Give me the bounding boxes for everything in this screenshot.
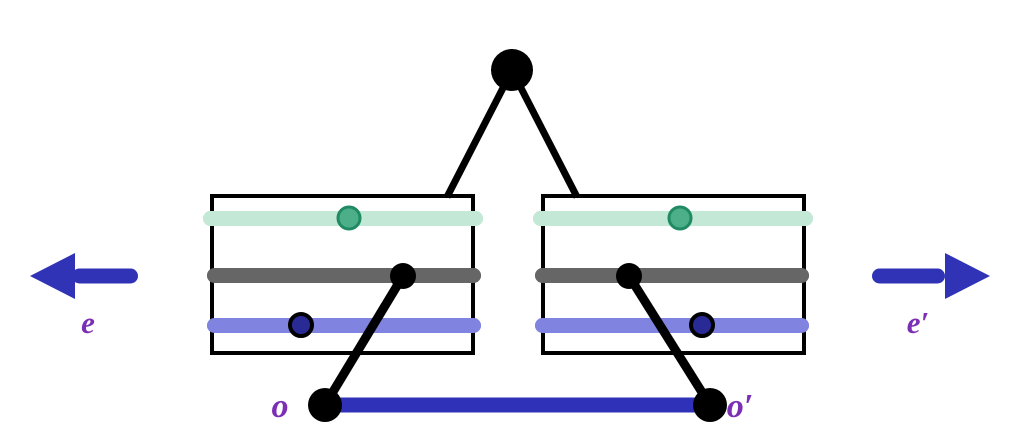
- connector-left: [321, 273, 407, 408]
- origin-node-right[interactable]: [693, 388, 727, 422]
- apex-node[interactable]: [491, 49, 533, 91]
- frame-right: o′ e′: [533, 194, 990, 425]
- arrow-left-shaft: [72, 268, 138, 284]
- bar-gray-left-overlay: [207, 268, 481, 283]
- origin-node-left[interactable]: [308, 388, 342, 422]
- marker-navy-left[interactable]: [288, 312, 314, 338]
- marker-green-right[interactable]: [667, 205, 693, 231]
- arrow-left[interactable]: [30, 253, 138, 299]
- frame-left: oe: [30, 194, 483, 425]
- arrow-right[interactable]: [872, 253, 990, 299]
- arrow-left-label: e: [81, 305, 95, 340]
- arrow-right-shaft: [872, 268, 945, 284]
- bar-periwinkle-right-overlay: [535, 318, 809, 333]
- arrow-left-head: [30, 253, 75, 299]
- marker-green-left[interactable]: [336, 205, 362, 231]
- origin-label-left: o: [272, 388, 289, 425]
- marker-navy-right[interactable]: [689, 312, 715, 338]
- arrow-right-label: e′: [907, 305, 929, 340]
- arrow-right-head: [945, 253, 990, 299]
- bar-periwinkle-left-overlay: [207, 318, 481, 333]
- apex-edge-left: [443, 86, 507, 199]
- apex-edge-right: [517, 86, 581, 199]
- marker-black-left[interactable]: [390, 263, 416, 289]
- bar-gray-right-overlay: [535, 268, 809, 283]
- origin-label-right: o′: [727, 388, 754, 425]
- marker-black-right[interactable]: [616, 263, 642, 289]
- connector-right: [625, 273, 714, 408]
